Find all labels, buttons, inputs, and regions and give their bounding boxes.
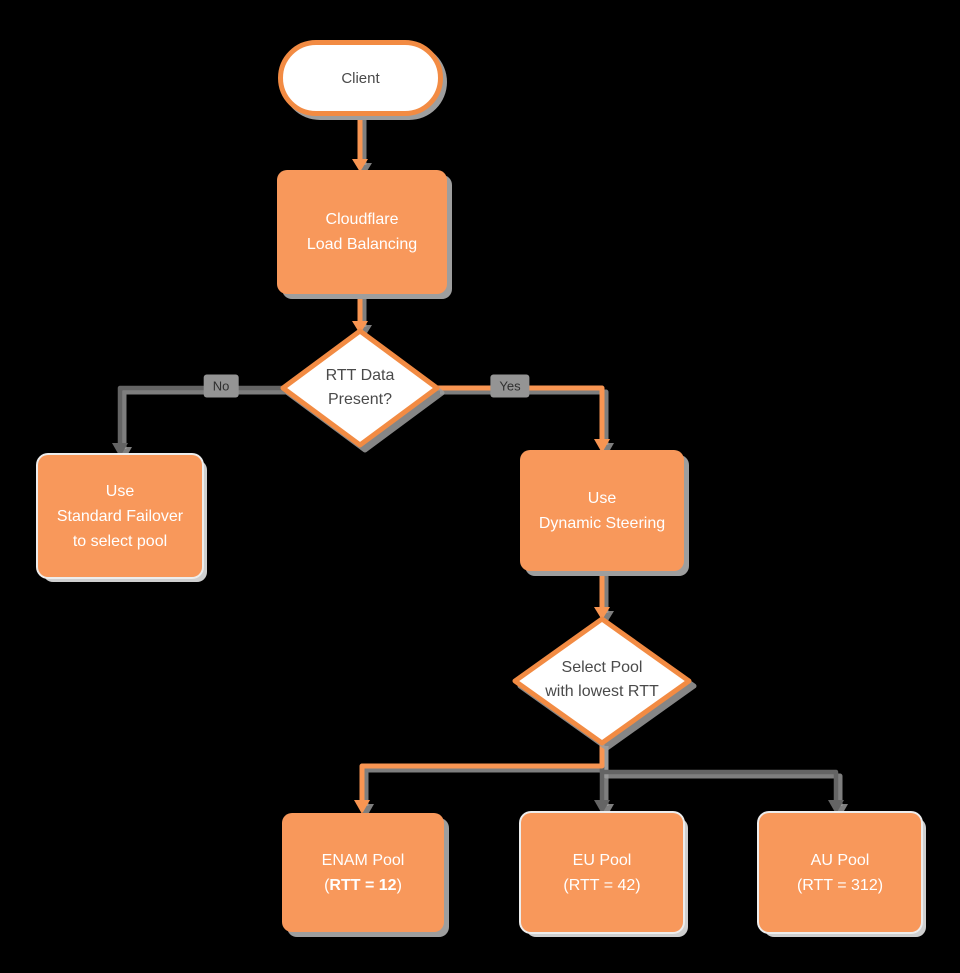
node-standard-failover: Use Standard Failover to select pool	[38, 455, 202, 577]
diamond-select	[512, 616, 692, 746]
enam-line2: (RTT = 12)	[324, 873, 402, 898]
enam-rtt-value: RTT = 12	[329, 876, 397, 894]
rtt-line1: RTT Data	[325, 367, 395, 384]
decision-shape-select-pool	[512, 616, 697, 751]
connector-dynamic-to-select	[594, 570, 610, 620]
au-line2: (RTT = 312)	[796, 876, 884, 894]
node-dynamic-steering: Use Dynamic Steering	[520, 450, 684, 571]
wire-au	[599, 742, 839, 802]
edge-label-no: No	[203, 374, 239, 398]
arrowhead-select	[594, 607, 610, 620]
diamond-rtt	[280, 328, 440, 448]
enam-line1: ENAM Pool	[321, 851, 405, 869]
arrowhead-enam	[354, 800, 370, 814]
arrowhead-dynamic	[594, 439, 610, 453]
decision-shape-rtt-present	[280, 328, 445, 453]
arrowhead-eu	[594, 800, 610, 814]
node-select-pool-label: Select Pool with lowest RTT	[522, 654, 682, 706]
edge-label-yes: Yes	[490, 374, 530, 398]
arrowhead-rtt	[352, 321, 368, 334]
connector-client-to-lb	[352, 108, 368, 172]
shadow-select-to-au	[603, 746, 843, 806]
wire-no-branch	[117, 385, 284, 445]
node-client-label: Client	[341, 69, 380, 87]
dynamic-line1: Use	[587, 489, 617, 507]
failover-line2: Standard Failover	[56, 507, 184, 525]
select-line1: Select Pool	[561, 659, 643, 676]
arrowhead-au	[828, 800, 844, 814]
connector-rtt-to-dynamic	[436, 385, 610, 453]
au-line1: AU Pool	[810, 851, 870, 869]
shadow-no-branch	[121, 389, 288, 449]
arrowhead-lb	[352, 159, 368, 172]
failover-line1: Use	[105, 482, 135, 500]
connector-lb-to-rtt	[352, 292, 368, 334]
failover-line3: to select pool	[72, 532, 168, 550]
node-load-balancing: Cloudflare Load Balancing	[277, 170, 447, 294]
eu-line2: (RTT = 42)	[563, 876, 641, 894]
enam-paren-close: )	[396, 876, 402, 894]
connector-shadows	[116, 112, 848, 818]
wire-enam	[359, 742, 605, 802]
node-au-pool: AU Pool (RTT = 312)	[759, 813, 921, 932]
connector-rtt-to-failover	[112, 385, 284, 457]
select-line2: with lowest RTT	[545, 683, 659, 700]
node-client: Client	[278, 40, 443, 116]
arrowhead-failover	[112, 443, 128, 457]
shadow-select-to-enam	[363, 746, 609, 806]
dynamic-line2: Dynamic Steering	[538, 514, 666, 532]
node-enam-pool: ENAM Pool (RTT = 12)	[282, 813, 444, 932]
rtt-line2: Present?	[327, 391, 393, 408]
eu-line1: EU Pool	[572, 851, 632, 869]
shadow-yes-branch	[440, 389, 609, 445]
node-lb-line2: Load Balancing	[306, 236, 418, 253]
node-lb-line1: Cloudflare	[325, 211, 399, 228]
enam-paren-open: (	[324, 876, 330, 894]
connector-select-to-enam	[354, 742, 605, 814]
node-rtt-present-label: RTT Data Present?	[285, 362, 435, 414]
node-eu-pool: EU Pool (RTT = 42)	[521, 813, 683, 932]
